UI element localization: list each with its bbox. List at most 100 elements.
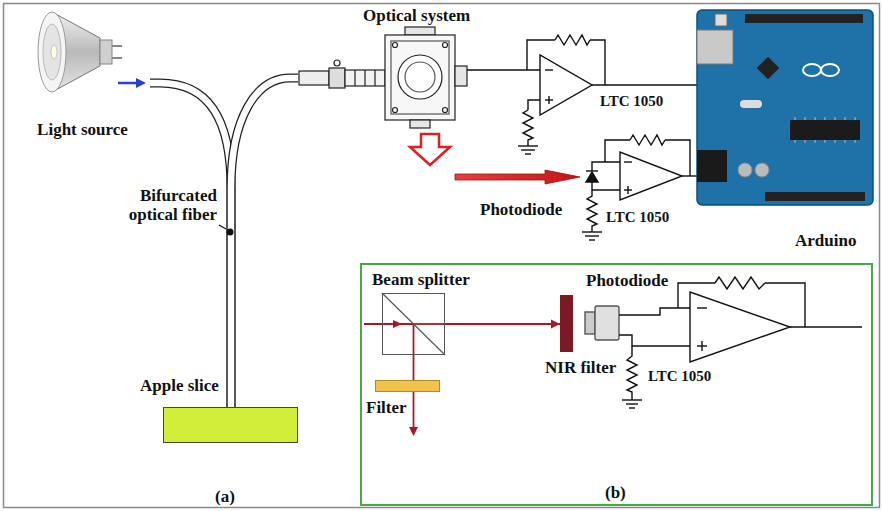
beam-path — [364, 323, 414, 325]
arduino-drawing — [805, 140, 806, 143]
nir-filter: NIR filter — [560, 295, 573, 352]
amplifier-circuit — [540, 55, 592, 115]
light-source: Light source — [15, 8, 150, 144]
arduino-drawing — [821, 64, 839, 76]
node-label: (b) — [605, 483, 626, 502]
arduino-drawing — [835, 117, 836, 120]
photodiode-circuit — [665, 140, 690, 176]
arduino-drawing — [697, 30, 733, 64]
photodiode-circuit — [605, 140, 630, 162]
optical-system-drawing — [299, 71, 329, 85]
chip-label: LTC 1050 — [600, 92, 663, 111]
leader-dot — [227, 229, 234, 236]
arduino-drawing — [697, 10, 873, 205]
light-arrow — [455, 170, 580, 184]
arduino-drawing — [845, 117, 846, 120]
fiber-core — [150, 83, 231, 407]
arduino-drawing — [805, 117, 806, 120]
arrowhead — [551, 320, 560, 329]
photodiode-circuit — [582, 231, 602, 232]
input-arrow — [136, 78, 146, 88]
node-label: Optical system — [363, 6, 470, 25]
lamp-icon — [51, 45, 57, 59]
arduino-drawing — [697, 10, 873, 205]
arduino-drawing — [697, 150, 727, 182]
inset-circuit — [622, 399, 642, 400]
photodiode-circuit — [587, 190, 597, 232]
inset-circuit — [595, 306, 619, 340]
input-arrow — [118, 78, 146, 88]
arduino-drawing — [715, 14, 727, 26]
lamp-icon — [43, 24, 61, 80]
optical-system-drawing — [364, 70, 365, 86]
photodiode-circuit — [586, 172, 598, 182]
optical-system-drawing — [393, 43, 398, 48]
apple-slice: Apple slice — [163, 407, 298, 443]
amplifier-circuit — [527, 40, 555, 70]
optical-system-drawing — [354, 70, 355, 86]
inset-circuit — [626, 403, 638, 404]
arduino-drawing — [855, 140, 856, 143]
photodiode-circuit — [627, 186, 628, 194]
arduino-drawing — [745, 14, 863, 23]
amplifier-circuit — [525, 153, 531, 154]
lamp-icon — [100, 40, 112, 64]
photodiode-circuit — [585, 235, 599, 236]
inset-circuit — [690, 292, 790, 362]
inset-circuit — [765, 283, 805, 327]
fiber-outline — [150, 83, 231, 407]
chip-label: LTC 1050 — [648, 367, 711, 386]
optical-system-drawing — [329, 68, 345, 88]
inset-circuit — [715, 277, 765, 289]
lamp-icon — [38, 12, 66, 92]
part-label: Photodiode — [480, 200, 562, 219]
color-filter: Filter — [375, 380, 440, 392]
amplifier-circuit — [467, 35, 697, 154]
arduino-drawing — [825, 140, 826, 143]
amplifier-circuit — [467, 69, 540, 70]
beam-path — [364, 324, 445, 428]
fiber-core — [231, 78, 298, 407]
amplifier-circuit — [555, 35, 590, 45]
node-label: Arduino — [795, 231, 856, 250]
optical-fiber — [231, 78, 298, 407]
light-beam — [445, 320, 560, 329]
arduino-drawing — [795, 117, 855, 143]
optical-system-drawing — [443, 108, 448, 113]
photodiode-circuit — [589, 239, 595, 240]
optical-system-drawing — [405, 27, 435, 35]
arduino-drawing — [765, 192, 865, 201]
inset-circuit — [619, 335, 690, 346]
lamp-icon — [38, 12, 122, 92]
arduino-drawing — [795, 117, 796, 120]
chip-label: LTC 1050 — [606, 208, 669, 227]
leader-line — [219, 225, 226, 229]
part-label: Photodiode — [586, 271, 668, 290]
optical-system-drawing — [443, 43, 448, 48]
optical-system-drawing — [391, 41, 449, 114]
lamp-icon — [112, 45, 122, 47]
beam-path — [413, 324, 415, 355]
output-arrow — [410, 134, 450, 165]
arduino-drawing — [815, 140, 816, 143]
amplifier-circuit — [528, 100, 540, 110]
amplifier-circuit — [521, 149, 535, 150]
fiber-outline — [231, 78, 298, 407]
optical-system: Optical system — [298, 4, 472, 132]
arduino-drawing — [845, 140, 846, 143]
arduino-drawing — [738, 163, 752, 177]
inset-circuit — [627, 346, 637, 400]
beam-path — [413, 392, 415, 428]
arduino-drawing — [790, 120, 860, 140]
arduino-drawing — [825, 117, 826, 120]
amplifier-circuit — [592, 84, 697, 85]
amplifier-circuit — [590, 40, 605, 85]
arduino-drawing — [795, 140, 796, 143]
photodiode-circuit — [592, 182, 620, 190]
photodiode-circuit — [630, 135, 665, 145]
beam-arrowhead — [409, 427, 418, 436]
